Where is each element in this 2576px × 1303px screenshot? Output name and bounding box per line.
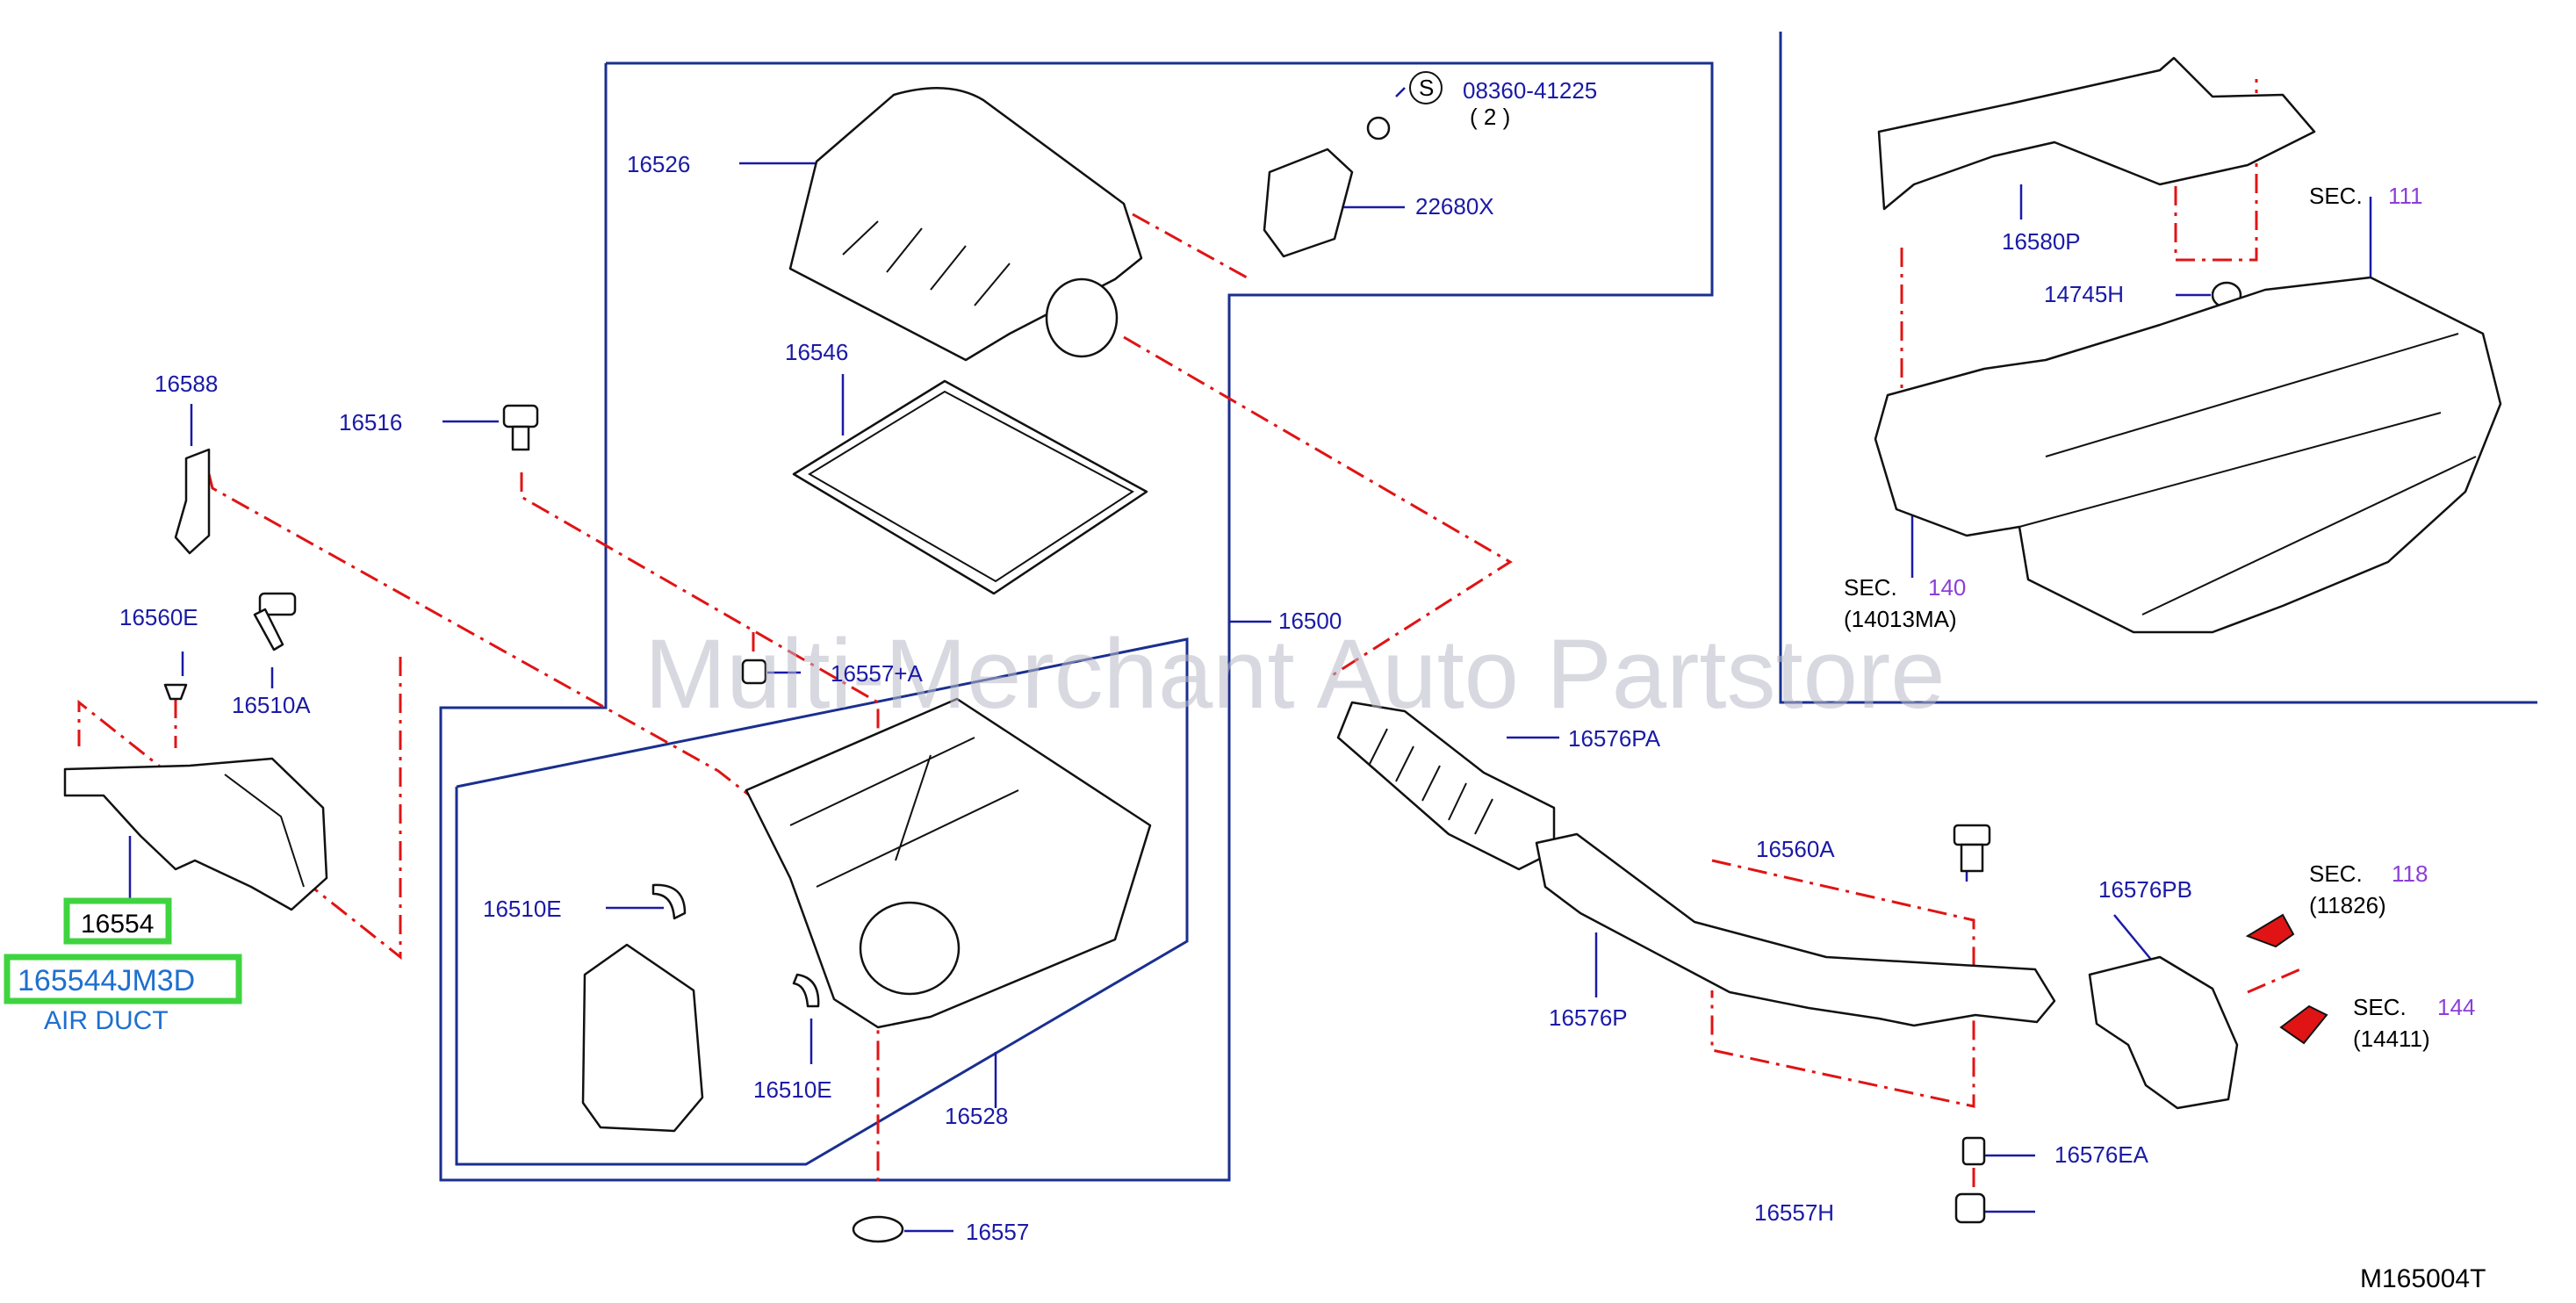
label-16560A[interactable]: 16560A — [1756, 836, 1835, 862]
highlight-oem-number[interactable]: 165544JM3D — [18, 964, 195, 997]
sec-140-prefix: SEC. — [1844, 574, 1897, 601]
label-16576PB[interactable]: 16576PB — [2098, 876, 2192, 903]
label-08360-41225[interactable]: 08360-41225 — [1463, 77, 1597, 104]
label-16557A[interactable]: 16557+A — [831, 660, 923, 687]
sec-144-number[interactable]: 144 — [2437, 994, 2475, 1020]
highlighted-part[interactable]: 16554 165544JM3D AIR DUCT — [4, 897, 242, 1035]
label-16510A[interactable]: 16510A — [232, 692, 311, 718]
sec-144-sub: (14411) — [2353, 1026, 2430, 1052]
highlight-box-part-number — [63, 897, 172, 945]
highlight-box-oem-number — [4, 954, 242, 1004]
label-16546[interactable]: 16546 — [785, 339, 848, 365]
label-22680X[interactable]: 22680X — [1415, 193, 1494, 220]
label-16588[interactable]: 16588 — [155, 371, 218, 397]
screw-symbol: S — [1419, 75, 1434, 101]
section-references: SEC. 111 SEC. 140 (14013MA) SEC. 118 (11… — [1844, 183, 2475, 1052]
sec-140-number[interactable]: 140 — [1928, 574, 1966, 601]
diagram-code: M165004T — [2360, 1264, 2486, 1293]
part-drawings — [63, 56, 2502, 1243]
label-16510E-lower[interactable]: 16510E — [753, 1076, 832, 1103]
watermark: Multi-Merchant Auto Partstore — [644, 619, 1945, 729]
label-16500[interactable]: 16500 — [1278, 608, 1342, 634]
highlight-description: AIR DUCT — [44, 1006, 169, 1035]
sec-118-prefix: SEC. — [2309, 860, 2363, 887]
label-16557[interactable]: 16557 — [966, 1219, 1029, 1245]
label-16557H[interactable]: 16557H — [1754, 1199, 1834, 1226]
label-16526[interactable]: 16526 — [627, 151, 690, 177]
label-14745H[interactable]: 14745H — [2044, 281, 2124, 307]
label-16576P[interactable]: 16576P — [1549, 1004, 1628, 1031]
label-16516[interactable]: 16516 — [339, 409, 402, 436]
part-labels: 16526 16546 16588 16516 16560E 16510A 16… — [119, 75, 2192, 1245]
label-16510E-upper[interactable]: 16510E — [483, 896, 562, 922]
label-16576EA[interactable]: 16576EA — [2054, 1141, 2149, 1168]
sec-111-number[interactable]: 111 — [2388, 183, 2423, 209]
sec-144-prefix: SEC. — [2353, 994, 2407, 1020]
sec-118-number[interactable]: 118 — [2392, 860, 2428, 887]
sec-118-sub: (11826) — [2309, 892, 2386, 918]
highlight-part-number[interactable]: 16554 — [81, 910, 154, 939]
sec-111-prefix: SEC. — [2309, 183, 2363, 209]
label-16560E[interactable]: 16560E — [119, 604, 198, 630]
label-16580P[interactable]: 16580P — [2002, 228, 2081, 255]
label-screw-qty: ( 2 ) — [1470, 104, 1510, 130]
label-16528[interactable]: 16528 — [945, 1103, 1008, 1129]
sec-140-sub: (14013MA) — [1844, 606, 1957, 632]
label-16576PA[interactable]: 16576PA — [1568, 725, 1661, 752]
